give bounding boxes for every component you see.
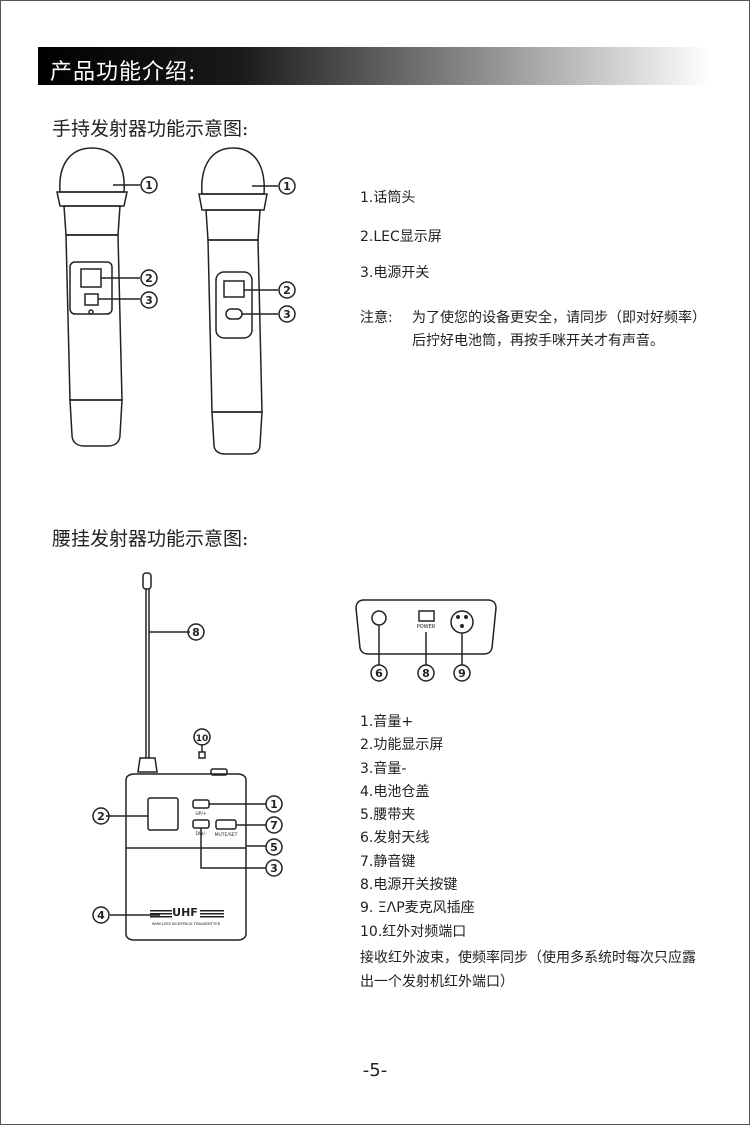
bodypack-note: 接收红外波束，使频率同步（使用多系统时每次只应露出一个发射机红外端口）	[360, 950, 696, 990]
callout-marker	[265, 816, 283, 834]
callout-marker	[140, 176, 158, 194]
callout-marker	[453, 664, 471, 682]
callout-marker	[193, 728, 211, 746]
list-item: 2.功能显示屏	[360, 737, 444, 754]
list-item: 7.静音键	[360, 853, 416, 870]
callout-marker	[92, 807, 110, 825]
page-number: -5-	[362, 1060, 388, 1081]
handheld-item-3: 3.电源开关	[360, 265, 430, 281]
callout-marker	[140, 269, 158, 287]
callout-marker	[265, 838, 283, 856]
callout-number: 6	[375, 667, 383, 680]
list-item: 1.音量+	[360, 714, 414, 730]
list-item: 6.发射天线	[360, 830, 430, 847]
callout-marker	[265, 795, 283, 813]
callout-marker	[370, 664, 388, 682]
section-title: 产品功能介绍:	[50, 60, 197, 85]
handheld-mic-side	[198, 147, 296, 455]
callout-number: 9	[458, 667, 466, 680]
callout-marker	[417, 664, 435, 682]
handheld-item-1: 1.话筒头	[360, 190, 416, 206]
callout-number: 3	[145, 294, 153, 307]
list-item: 10.红外对频端口	[360, 923, 467, 940]
callout-number: 1	[145, 179, 153, 192]
list-item: 4.电池仓盖	[360, 783, 430, 800]
callout-number: 1	[283, 180, 291, 193]
callout-number: 8	[192, 626, 200, 639]
section-header-bar	[38, 47, 710, 85]
brand-label: UHF	[172, 906, 198, 919]
up-button-label: UP/+	[195, 811, 207, 817]
down-button-label: DW/-	[195, 831, 206, 837]
callout-number: 1	[270, 798, 278, 811]
bodypack-heading: 腰挂发射器功能示意图:	[52, 528, 249, 550]
bodypack-transmitter	[92, 572, 283, 941]
callout-number: 3	[270, 862, 278, 875]
model-label: WIRELESS BODYPACK TRANSMITTER	[152, 921, 221, 926]
callout-number: 4	[97, 909, 105, 922]
speaker-grille	[150, 910, 224, 918]
callout-marker	[278, 281, 296, 299]
callout-number: 2	[283, 284, 291, 297]
note-text: 为了使您的设备更安全，请同步（即对好频率）后拧好电池筒，再按手咪开关才有声音。	[412, 310, 699, 349]
callout-number: 7	[270, 819, 278, 832]
handheld-heading: 手持发射器功能示意图:	[52, 118, 249, 140]
callout-marker	[278, 177, 296, 195]
callout-number: 2	[145, 272, 153, 285]
bodypack-top-panel	[355, 599, 497, 682]
callout-number: 10	[196, 734, 209, 744]
mute-button-label: MUTE/SET	[215, 832, 238, 838]
callout-marker	[187, 623, 205, 641]
list-item: 8.电源开关按键	[360, 877, 458, 894]
callout-marker	[265, 859, 283, 877]
power-label: POWER	[417, 624, 436, 630]
callout-number: 8	[422, 667, 430, 680]
callout-number: 5	[270, 841, 278, 854]
list-item: 3.音量-	[360, 760, 407, 777]
handheld-item-2: 2.LEC显示屏	[360, 229, 442, 245]
callout-number: 3	[283, 308, 291, 321]
callout-marker	[278, 305, 296, 323]
list-item: 5.腰带夹	[360, 807, 416, 824]
callout-number: 2	[97, 810, 105, 823]
note-label: 注意:	[360, 310, 393, 326]
handheld-mic-front	[56, 147, 158, 447]
list-item: 9. ΞΛP麦克风插座	[360, 900, 475, 917]
bodypack-item-list: 1.音量+ 2.功能显示屏 3.音量- 4.电池仓盖 5.腰带夹 6.发射天线 …	[360, 711, 475, 944]
callout-marker	[92, 906, 110, 924]
callout-marker	[140, 291, 158, 309]
